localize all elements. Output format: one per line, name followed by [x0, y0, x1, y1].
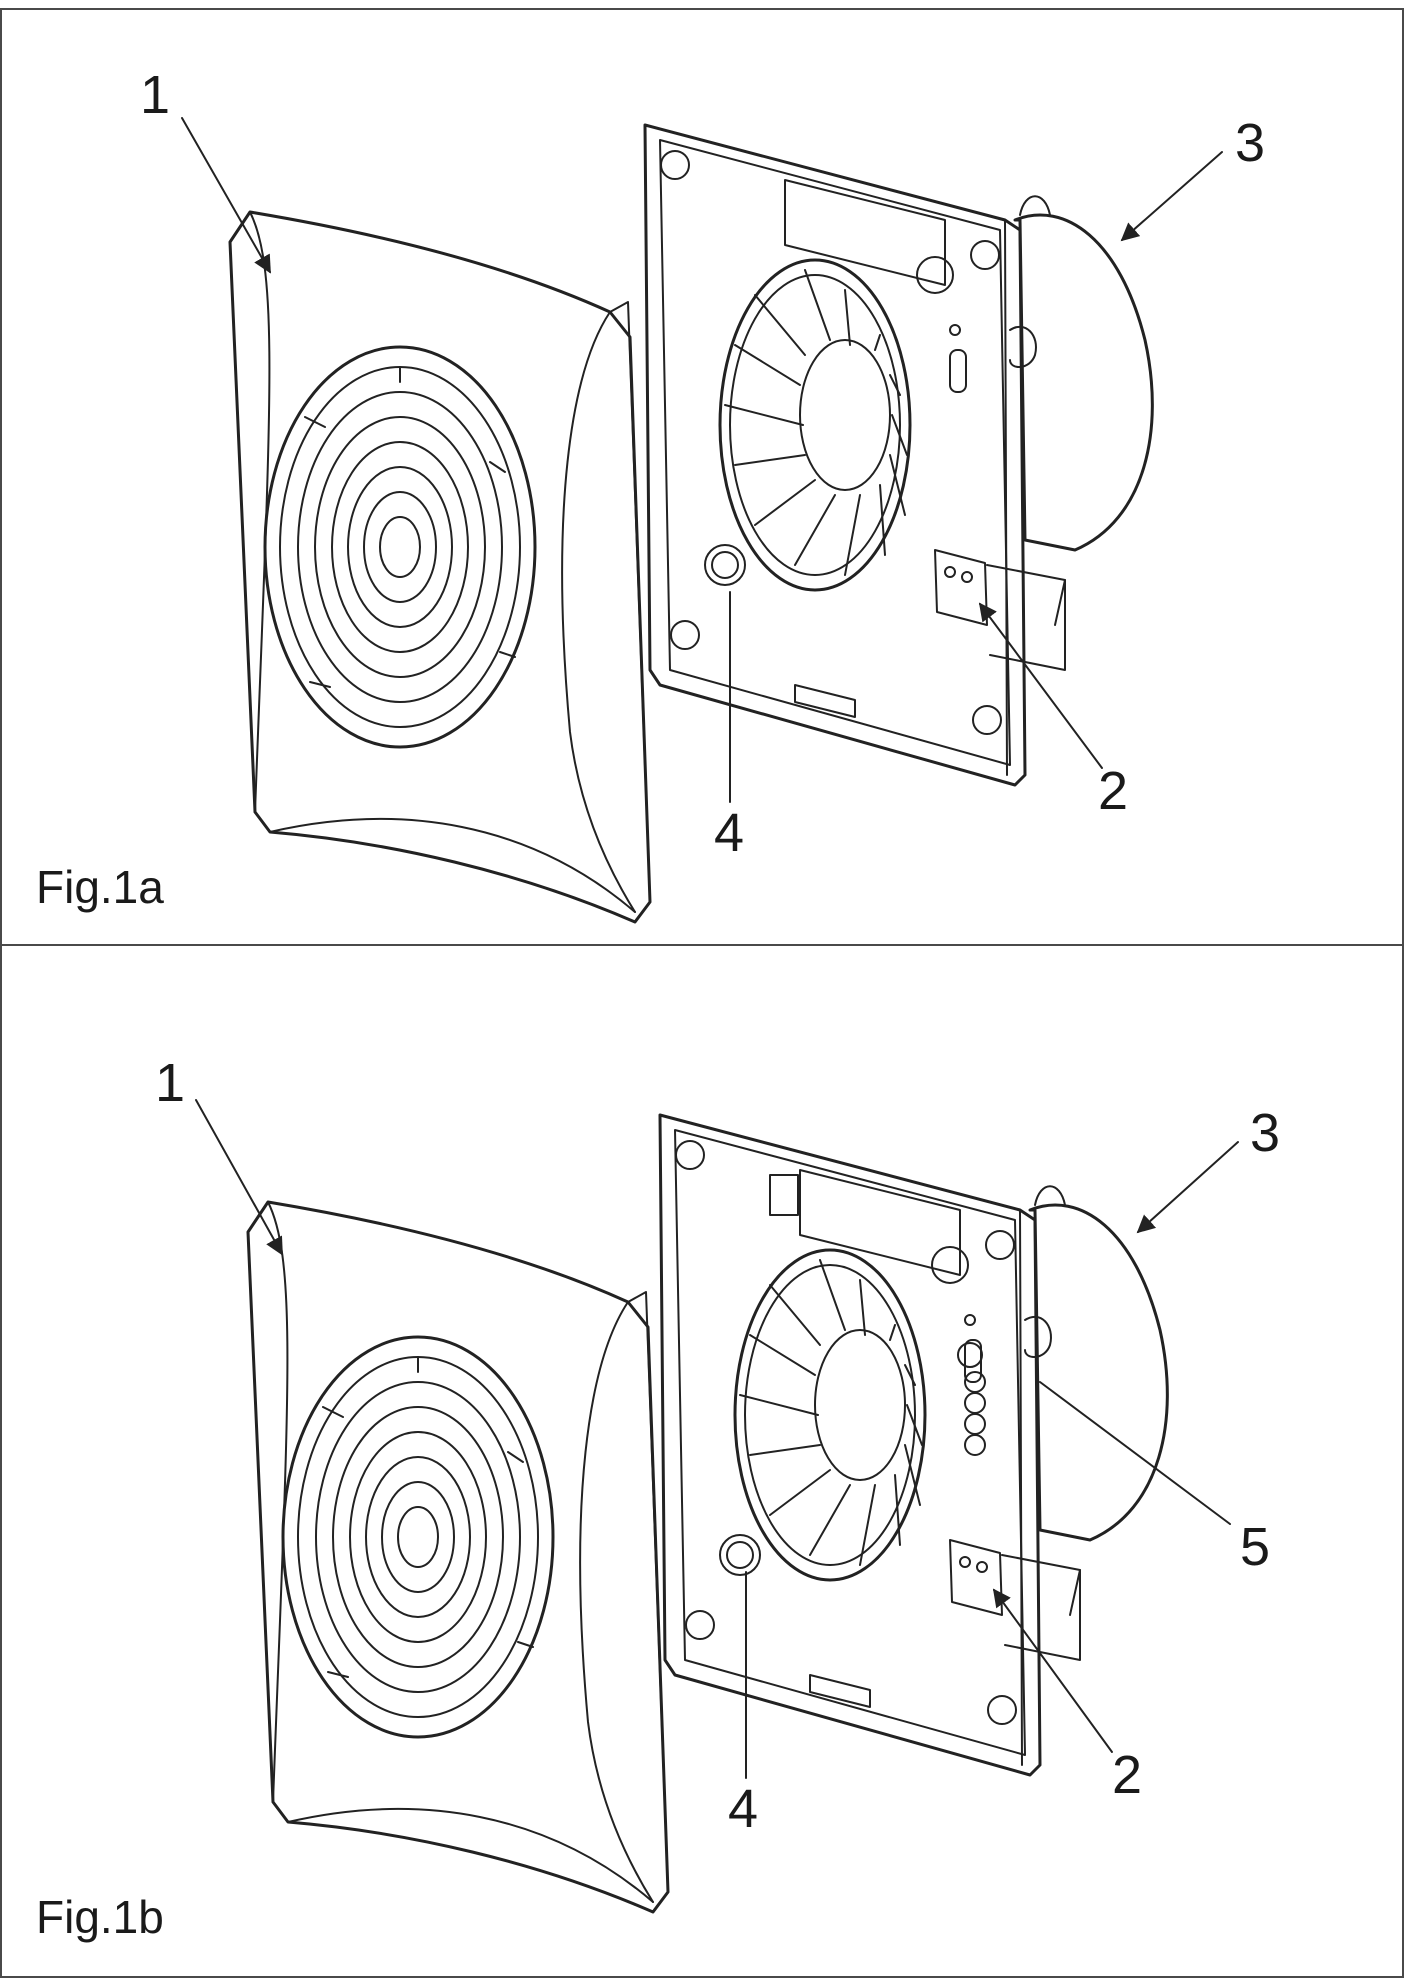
figure-label-1a: Fig.1a — [36, 861, 164, 913]
callout-1b-5: 5 — [1240, 1517, 1271, 1577]
callout-1b-2: 2 — [1112, 1745, 1143, 1805]
figure-panel-1b — [0, 944, 1404, 1978]
leader-line-1b-1 — [195, 1099, 283, 1256]
leader-line-1a-2 — [978, 602, 1103, 769]
leader-line-1a-1 — [181, 117, 271, 274]
leader-line-1b-3 — [1136, 1141, 1239, 1234]
callout-1a-1: 1 — [140, 65, 171, 125]
callout-1a-3: 3 — [1235, 113, 1266, 173]
callout-1b-4: 4 — [728, 1779, 759, 1839]
figure-label-1b: Fig.1b — [36, 1891, 164, 1943]
callout-1a-2: 2 — [1098, 761, 1129, 821]
callout-1b-3: 3 — [1250, 1103, 1281, 1163]
timer-module — [769, 1174, 799, 1216]
leader-line-1a-3 — [1120, 151, 1223, 242]
callout-1a-4: 4 — [714, 803, 745, 863]
leader-line-1b-2 — [992, 1588, 1113, 1753]
leader-line-1b-5 — [1039, 1381, 1231, 1525]
callout-1b-1: 1 — [155, 1053, 186, 1113]
